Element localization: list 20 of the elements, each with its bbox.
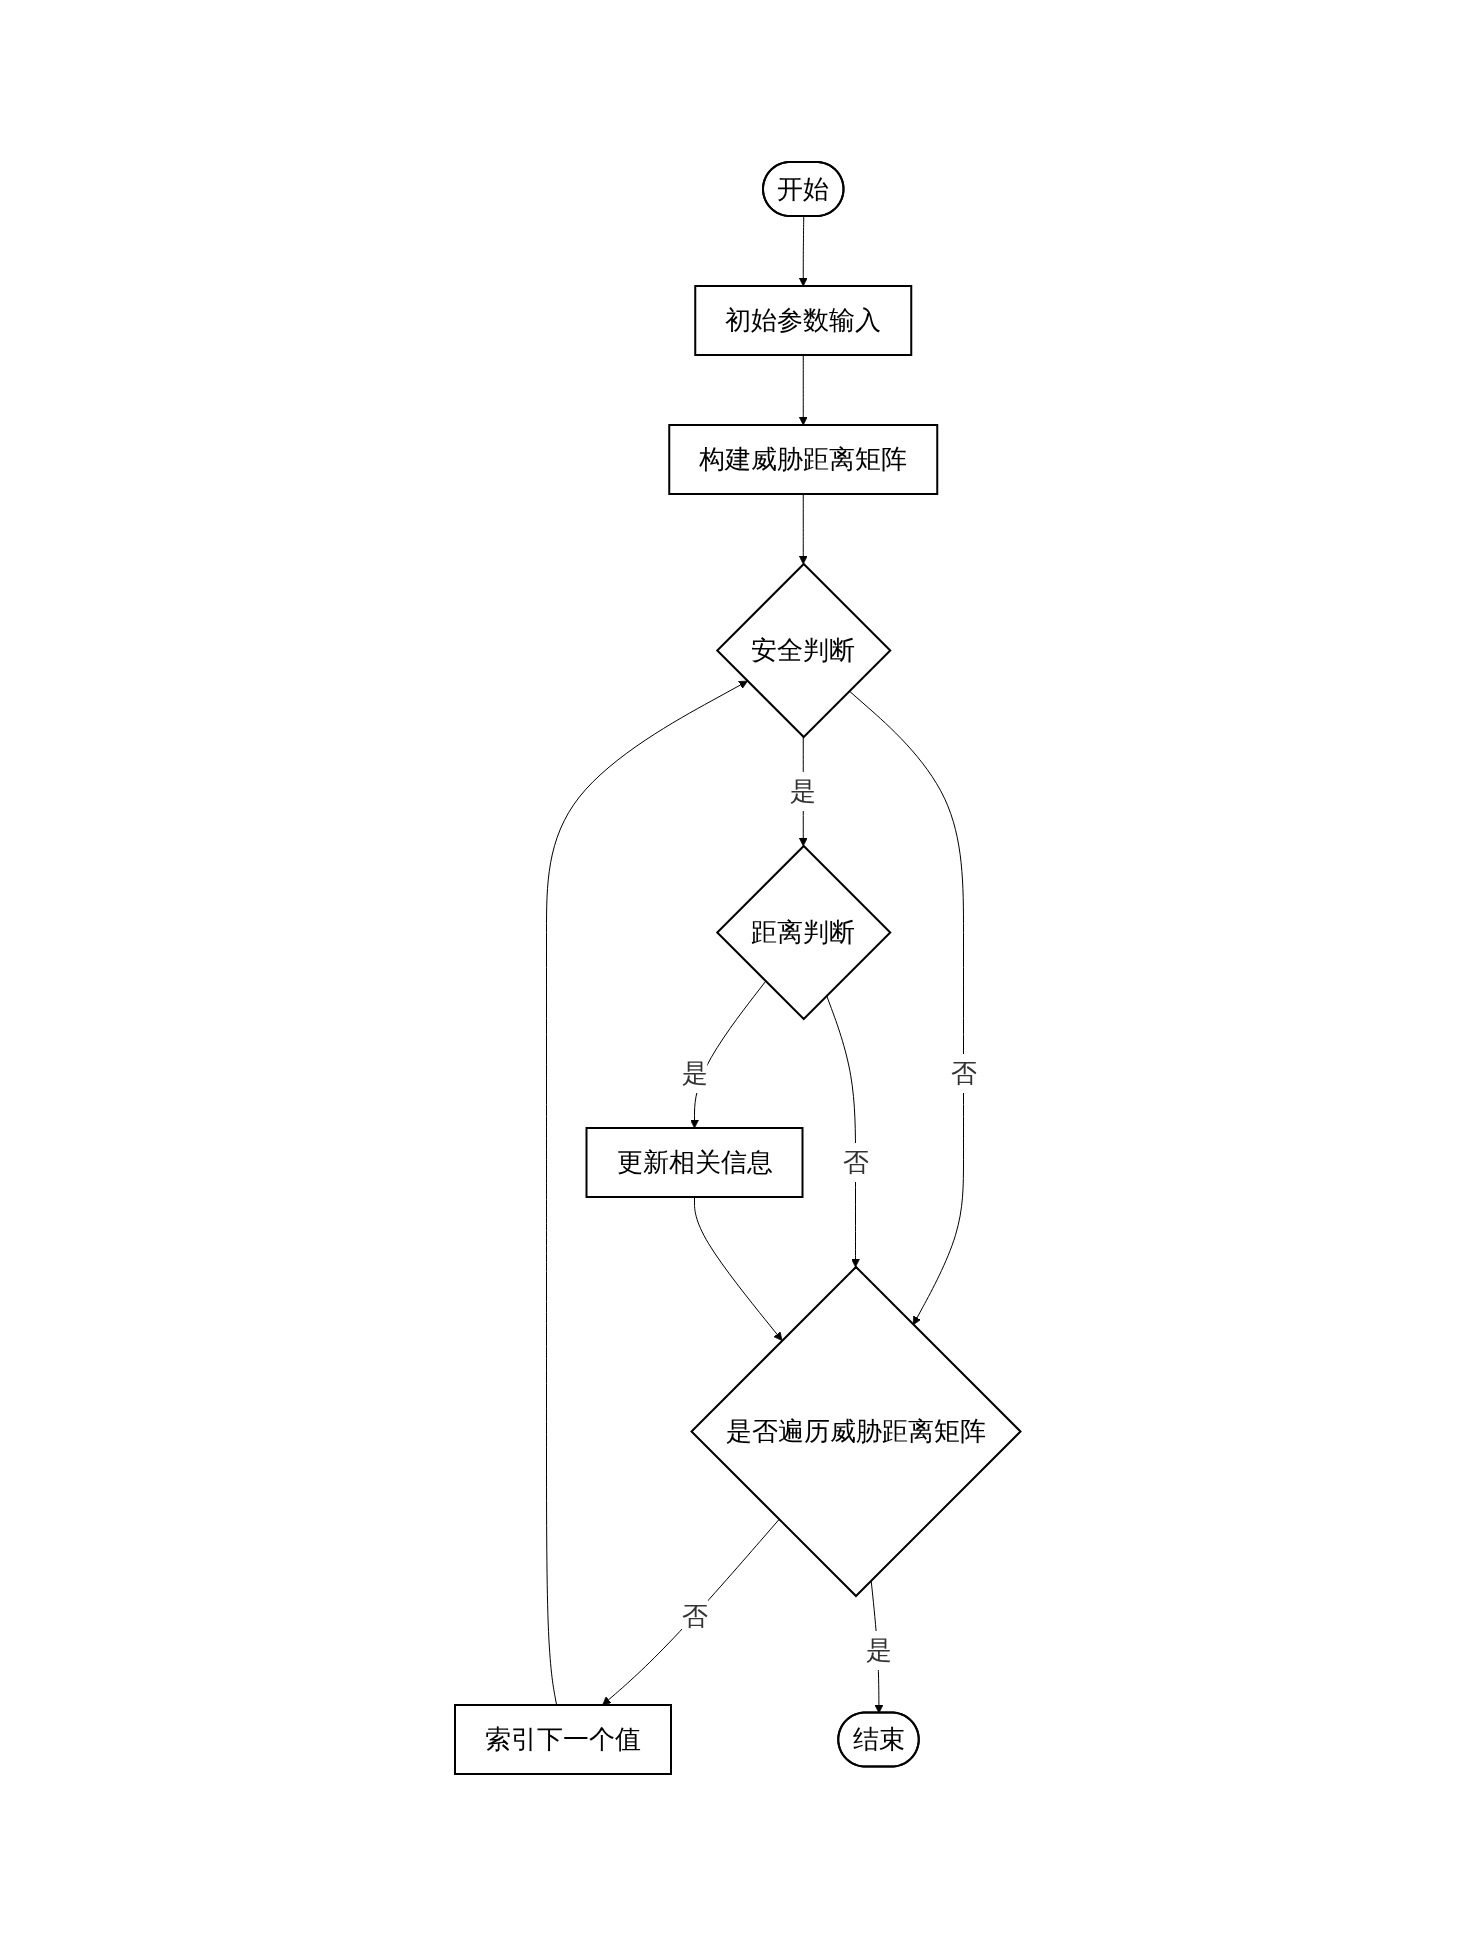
arrow — [849, 690, 965, 1325]
node-box: 初始参数输入 — [694, 284, 913, 356]
node-diamond: 是否遍历威胁距离矩阵 — [690, 1265, 1023, 1597]
node-box: 更新相关信息 — [585, 1126, 804, 1198]
node-diamond: 安全判断 — [716, 562, 892, 738]
edge-label: 否 — [950, 1058, 977, 1088]
arrow — [799, 215, 808, 286]
edge-label: 是 — [681, 1058, 708, 1088]
node-diamond: 距离判断 — [716, 844, 892, 1020]
edge-label: 是 — [865, 1635, 892, 1665]
arrow — [602, 1518, 780, 1705]
node-box: 索引下一个值 — [454, 1703, 673, 1775]
edge-label: 否 — [842, 1147, 869, 1177]
arrow — [546, 680, 749, 1705]
arrow — [799, 354, 808, 425]
arrow — [694, 1196, 783, 1341]
edge-label: 否 — [682, 1601, 709, 1631]
edge-label: 是 — [790, 776, 817, 806]
arrow — [799, 493, 808, 564]
node-box: 构建威胁距离矩阵 — [668, 423, 939, 495]
